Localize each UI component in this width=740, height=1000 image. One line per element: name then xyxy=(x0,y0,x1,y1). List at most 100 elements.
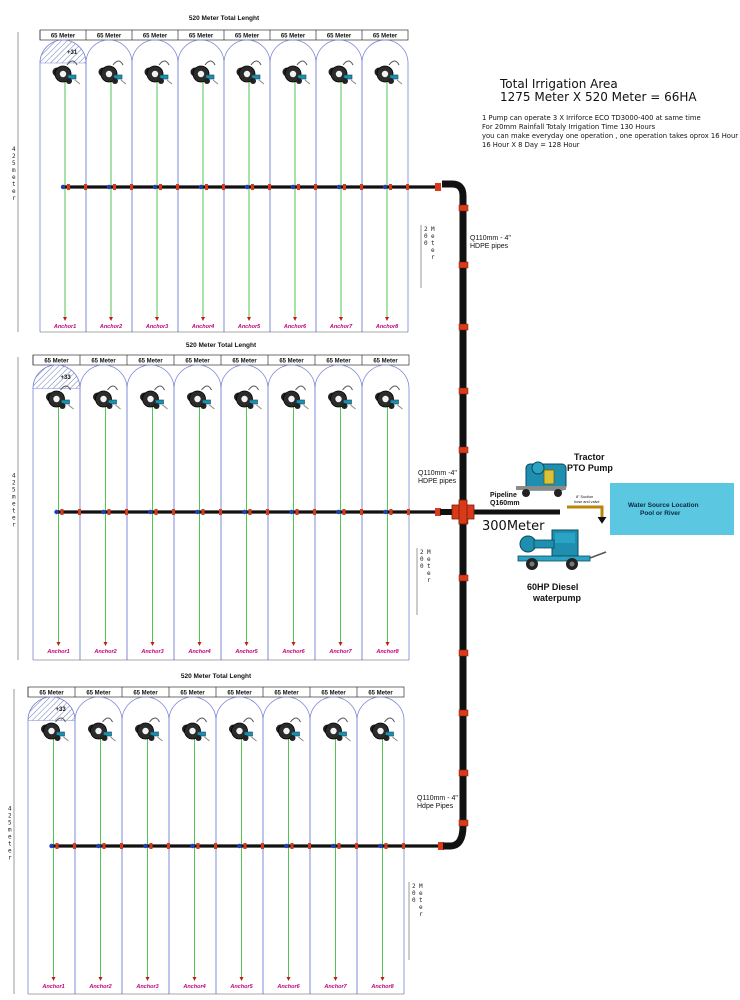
side-dimension-char: e xyxy=(12,188,16,195)
anchor-marker xyxy=(380,977,385,981)
pipe-coupling xyxy=(167,843,170,849)
pipe-coupling xyxy=(360,509,363,515)
inner-dimension-char: t xyxy=(427,563,431,570)
machine-frame xyxy=(56,731,65,737)
machine-gun-arm xyxy=(296,60,308,66)
hose-reel-machine xyxy=(323,717,351,742)
machine-drum-hub xyxy=(59,70,67,78)
pipe-coupling xyxy=(102,843,106,849)
machine-wheel xyxy=(195,735,202,741)
anchor-marker xyxy=(145,977,150,981)
machine-drum-hub xyxy=(335,70,343,78)
trunk-pipe-label-line1: Q110mm - 4" xyxy=(417,795,458,802)
anchor-marker xyxy=(197,642,202,646)
segment-label: 65 Meter xyxy=(373,34,398,40)
inner-dimension-char: 0 xyxy=(412,897,416,904)
hose-reel-machine xyxy=(140,385,168,410)
machine-drum-hub xyxy=(289,70,297,78)
machine-frame xyxy=(155,399,164,405)
hose-reel-machine xyxy=(328,60,357,85)
pipe-coupling xyxy=(384,843,388,849)
inner-dimension-char: e xyxy=(419,904,423,911)
tractor-label-line2: PTO Pump xyxy=(567,463,613,473)
inner-dimension-char: 0 xyxy=(424,240,428,247)
anchor-marker xyxy=(385,317,389,321)
hose-reel-machine xyxy=(41,717,69,742)
side-dimension-char: e xyxy=(12,501,16,508)
pipe-coupling xyxy=(266,509,269,515)
summary-title-line2: 1275 Meter X 520 Meter = 66HA xyxy=(500,90,697,104)
machine-drum-hub xyxy=(236,727,243,735)
trunk-coupling xyxy=(458,261,469,269)
irrigation-lane xyxy=(215,696,264,994)
side-dimension-char: t xyxy=(8,841,12,848)
machine-gun-arm xyxy=(149,717,160,723)
trunk-coupling xyxy=(458,204,469,212)
segment-label: 65 Meter xyxy=(235,34,260,40)
anchor-label: Anchor8 xyxy=(375,649,399,655)
diesel-waterpump xyxy=(517,529,607,570)
machine-tow-bar xyxy=(212,79,219,85)
hose-reel-machine xyxy=(144,60,173,85)
side-dimension-char: r xyxy=(12,195,16,202)
irrigation-lane xyxy=(361,364,410,660)
segment-label: 65 Meter xyxy=(86,691,111,697)
machine-drum-hub xyxy=(241,395,248,403)
machine-tow-bar xyxy=(304,79,311,85)
machine-drum-hub xyxy=(53,395,60,403)
anchor-label: Anchor1 xyxy=(53,324,76,330)
machine-wheel xyxy=(388,78,394,84)
machine-wheel xyxy=(250,78,256,84)
side-dimension-char: e xyxy=(12,174,16,181)
machine-frame xyxy=(61,399,70,405)
inner-dimension-char: r xyxy=(427,577,431,584)
inner-dimension-char: e xyxy=(431,247,435,254)
side-dimension-char: m xyxy=(8,827,12,834)
anchor-label: Anchor2 xyxy=(99,324,122,330)
segment-label: 65 Meter xyxy=(44,359,69,365)
irrigation-lane xyxy=(309,696,358,994)
trunk-coupling xyxy=(458,574,469,582)
machine-wheel xyxy=(388,403,395,409)
pipe-coupling xyxy=(154,509,158,515)
pipe-coupling xyxy=(55,843,59,849)
anchor-label: Anchor2 xyxy=(93,649,116,655)
machine-frame xyxy=(67,74,77,80)
machine-tow-bar xyxy=(120,79,127,85)
anchor-label: Anchor3 xyxy=(140,649,163,655)
anchor-marker xyxy=(201,317,205,321)
hydrant-valve xyxy=(331,843,336,849)
pipe-coupling xyxy=(251,184,254,190)
pipe-coupling xyxy=(107,509,111,515)
hose-reel-machine xyxy=(52,60,81,85)
anchor-marker xyxy=(291,642,296,646)
irrigation-lane xyxy=(269,39,317,332)
tractor-label-line1: Tractor xyxy=(574,452,605,462)
water-source: Water Source Location Pool or River xyxy=(610,483,734,535)
hydrant-valve xyxy=(383,509,388,515)
machine-gun-arm xyxy=(295,385,306,391)
machine-drum-hub xyxy=(283,727,290,735)
machine-gun-arm xyxy=(337,717,348,723)
pipe-coupling xyxy=(313,509,316,515)
irrigation-lane xyxy=(223,39,271,332)
pipe-coupling xyxy=(355,843,358,849)
irrigation-lane xyxy=(356,696,405,994)
machine-wheel xyxy=(112,78,118,84)
machine-gun-arm xyxy=(112,60,124,66)
machine-frame xyxy=(197,731,206,737)
machine-wheel xyxy=(342,78,348,84)
machine-frame xyxy=(113,74,123,80)
anchor-marker xyxy=(293,317,297,321)
pipe-coupling xyxy=(406,184,409,190)
segment-label: 65 Meter xyxy=(39,691,64,697)
hose-reel-machine xyxy=(234,385,262,410)
machine-tow-bar xyxy=(392,736,398,742)
hose-reel-machine xyxy=(281,385,309,410)
suction-hose: 8" Suction hose and valve xyxy=(567,495,607,524)
machine-frame xyxy=(296,399,305,405)
suction-label-line2: hose and valve xyxy=(574,500,600,504)
